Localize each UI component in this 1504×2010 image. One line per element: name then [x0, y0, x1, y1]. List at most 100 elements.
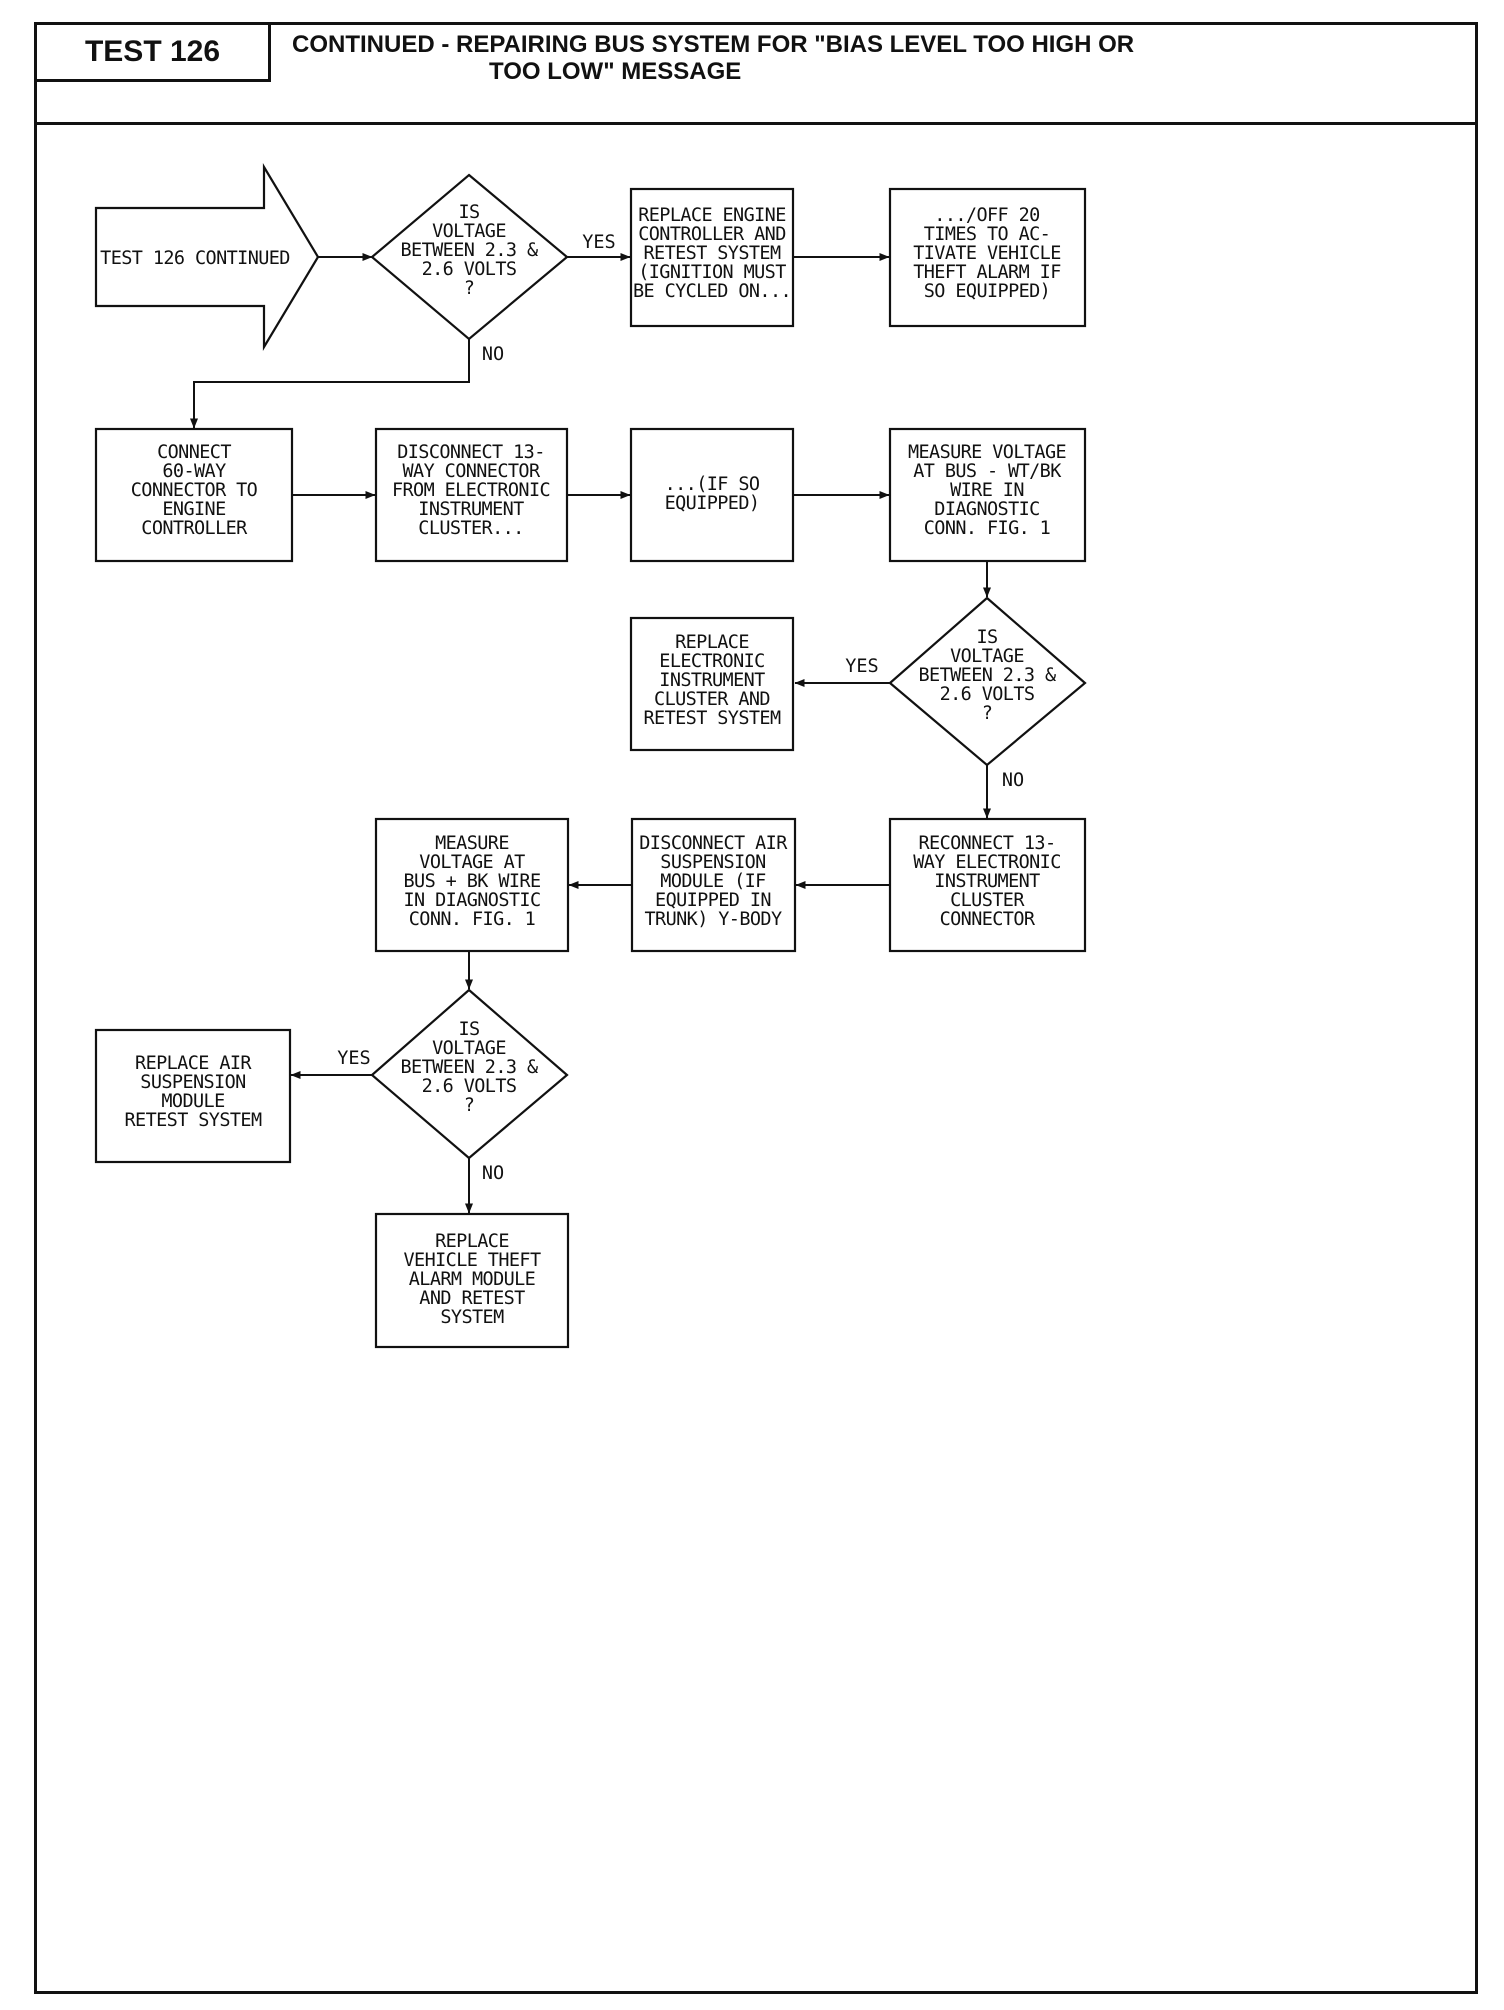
decision-1-yes-label: YES	[582, 232, 615, 253]
box-line: WAY CONNECTOR	[403, 461, 541, 482]
disconnect-air-suspension-box: DISCONNECT AIR SUSPENSION MODULE (IF EQU…	[630, 817, 797, 953]
decision-2-line: ?	[982, 703, 993, 724]
box-line: CLUSTER	[950, 890, 1025, 911]
decision-3-diamond: IS VOLTAGE BETWEEN 2.3 & 2.6 VOLTS ?	[370, 988, 569, 1160]
decision-1-line: BETWEEN 2.3 &	[401, 240, 539, 261]
box-line: AT BUS - WT/BK	[913, 461, 1062, 482]
box-line: AND RETEST	[419, 1288, 525, 1309]
box-line: CONNECT	[157, 442, 231, 463]
box-line: BE CYCLED ON...	[633, 281, 791, 302]
title-line-1: CONTINUED - REPAIRING BUS SYSTEM FOR "BI…	[292, 31, 1135, 58]
box-line: ELECTRONIC	[659, 651, 764, 672]
box-line: REPLACE	[675, 632, 749, 653]
box-line: SO EQUIPPED)	[924, 281, 1050, 302]
box-line: CONTROLLER AND	[638, 224, 786, 245]
replace-air-suspension-box: REPLACE AIR SUSPENSION MODULE RETEST SYS…	[94, 1028, 292, 1164]
box-line: TRUNK) Y-BODY	[645, 909, 782, 930]
box-line: REPLACE AIR	[135, 1053, 252, 1074]
box-line: MODULE (IF	[660, 871, 766, 892]
decision-2-line: VOLTAGE	[950, 646, 1024, 667]
box-line: REPLACE ENGINE	[638, 205, 786, 226]
decision-3-yes-label: YES	[337, 1048, 370, 1069]
box-line: CONN. FIG. 1	[409, 909, 535, 930]
connect-60-way-box: CONNECT 60-WAY CONNECTOR TO ENGINE CONTR…	[94, 427, 294, 563]
page-header: TEST 126 CONTINUED - REPAIRING BUS SYSTE…	[37, 25, 1475, 125]
decision-3-line: BETWEEN 2.3 &	[401, 1057, 539, 1078]
measure-voltage-bk-box: MEASURE VOLTAGE AT BUS + BK WIRE IN DIAG…	[374, 817, 570, 953]
decision-2-diamond: IS VOLTAGE BETWEEN 2.3 & 2.6 VOLTS ?	[888, 596, 1087, 767]
box-line: RECONNECT 13-	[919, 833, 1056, 854]
box-line: EQUIPPED)	[665, 493, 760, 514]
start-label: TEST 126 CONTINUED	[100, 248, 290, 269]
box-line: RETEST SYSTEM	[644, 708, 781, 729]
box-line: (IGNITION MUST	[638, 262, 786, 283]
decision-2-line: IS	[976, 627, 997, 648]
box-line: CLUSTER AND	[654, 689, 770, 710]
measure-voltage-wt-bk-box: MEASURE VOLTAGE AT BUS - WT/BK WIRE IN D…	[888, 427, 1087, 563]
replace-instrument-cluster-box: REPLACE ELECTRONIC INSTRUMENT CLUSTER AN…	[629, 616, 795, 752]
decision-1-line: VOLTAGE	[432, 221, 506, 242]
arrow-decision-1-no	[190, 339, 470, 429]
decision-1-diamond: IS VOLTAGE BETWEEN 2.3 & 2.6 VOLTS ?	[370, 173, 569, 341]
box-line: DISCONNECT 13-	[397, 442, 545, 463]
decision-1-line: 2.6 VOLTS	[422, 259, 517, 280]
flowchart: TEST 126 CONTINUED IS VOLTAGE BETWEEN 2.…	[94, 163, 1087, 1349]
decision-1-line: ?	[464, 278, 475, 299]
box-line: INSTRUMENT	[659, 670, 765, 691]
box-line: INSTRUMENT	[934, 871, 1040, 892]
decision-3-line: 2.6 VOLTS	[422, 1076, 517, 1097]
decision-3-line: ?	[464, 1095, 475, 1116]
box-line: RETEST SYSTEM	[125, 1110, 262, 1131]
box-line: CLUSTER...	[418, 518, 523, 539]
diagnostic-page: TEST 126 CONTINUED - REPAIRING BUS SYSTE…	[34, 22, 1478, 1994]
reconnect-13-way-box: RECONNECT 13- WAY ELECTRONIC INSTRUMENT …	[888, 817, 1087, 953]
box-line: DISCONNECT AIR	[639, 833, 788, 854]
box-line: VEHICLE THEFT	[404, 1250, 541, 1271]
box-line: BUS + BK WIRE	[404, 871, 541, 892]
test-number-box: TEST 126	[37, 25, 271, 82]
box-line: ...(IF SO	[665, 474, 760, 495]
decision-3-line: IS	[458, 1019, 479, 1040]
decision-2-yes-label: YES	[845, 656, 878, 677]
decision-2-line: 2.6 VOLTS	[940, 684, 1035, 705]
decision-2-no-label: NO	[1002, 770, 1024, 791]
box-line: CONNECTOR TO	[131, 480, 258, 501]
start-arrow-shape: TEST 126 CONTINUED	[94, 163, 320, 351]
box-line: CONTROLLER	[141, 518, 248, 539]
box-line: TIMES TO AC-	[924, 224, 1050, 245]
title-line-2: TOO LOW" MESSAGE	[489, 58, 742, 85]
page-title: CONTINUED - REPAIRING BUS SYSTEM FOR "BI…	[292, 31, 1292, 85]
decision-1-no-label: NO	[482, 344, 504, 365]
flow-connectors	[190, 253, 991, 1214]
box-line: SUSPENSION	[660, 852, 765, 873]
box-line: CONN. FIG. 1	[924, 518, 1050, 539]
box-line: MODULE	[161, 1091, 224, 1112]
box-line: IN DIAGNOSTIC	[404, 890, 541, 911]
box-line: INSTRUMENT	[418, 499, 524, 520]
box-line: ALARM MODULE	[409, 1269, 535, 1290]
test-number: TEST 126	[84, 35, 221, 68]
disconnect-13-way-box: DISCONNECT 13- WAY CONNECTOR FROM ELECTR…	[374, 427, 569, 563]
box-line: .../OFF 20	[934, 205, 1039, 226]
if-so-equipped-box: ...(IF SO EQUIPPED)	[629, 427, 795, 563]
off-20-times-box: .../OFF 20 TIMES TO AC- TIVATE VEHICLE T…	[888, 187, 1087, 328]
box-line: EQUIPPED IN	[655, 890, 771, 911]
decision-3-no-label: NO	[482, 1163, 504, 1184]
box-line: FROM ELECTRONIC	[392, 480, 550, 501]
decision-2-line: BETWEEN 2.3 &	[919, 665, 1057, 686]
decision-3-line: VOLTAGE	[432, 1038, 506, 1059]
box-line: THEFT ALARM IF	[913, 262, 1061, 283]
replace-engine-controller-box: REPLACE ENGINE CONTROLLER AND RETEST SYS…	[629, 187, 795, 328]
box-line: CONNECTOR	[940, 909, 1036, 930]
box-line: TIVATE VEHICLE	[913, 243, 1061, 264]
decision-1-line: IS	[458, 202, 479, 223]
box-line: DIAGNOSTIC	[934, 499, 1039, 520]
replace-theft-alarm-box: REPLACE VEHICLE THEFT ALARM MODULE AND R…	[374, 1212, 570, 1349]
box-line: SUSPENSION	[140, 1072, 245, 1093]
box-line: MEASURE VOLTAGE	[908, 442, 1066, 463]
box-line: 60-WAY	[162, 461, 226, 482]
box-line: ENGINE	[162, 499, 225, 520]
box-line: WIRE IN	[950, 480, 1024, 501]
box-line: MEASURE	[435, 833, 509, 854]
box-line: WAY ELECTRONIC	[913, 852, 1061, 873]
